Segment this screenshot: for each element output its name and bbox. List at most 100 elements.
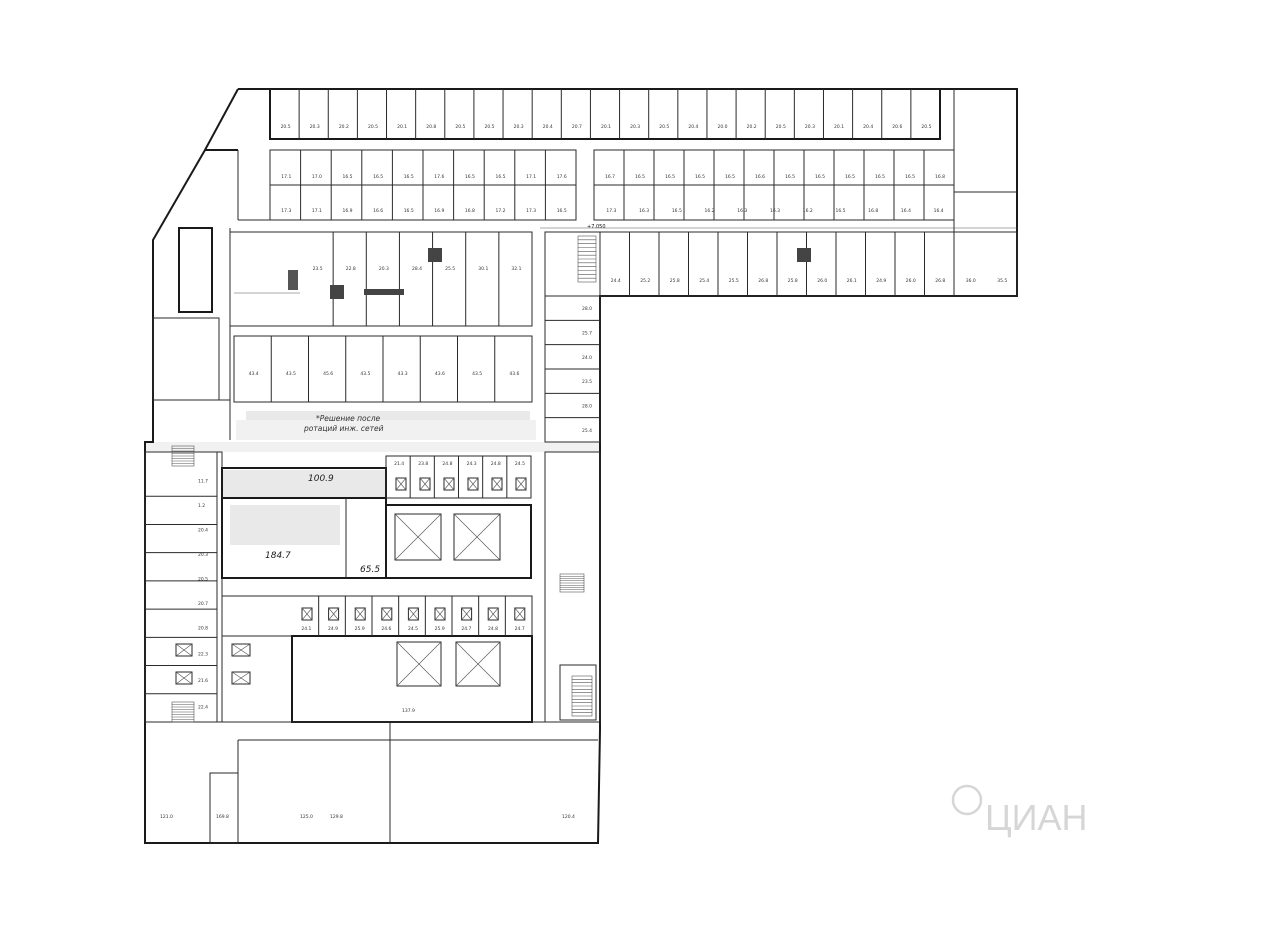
room-area: 16.4 xyxy=(934,208,944,214)
shaft-diagonal xyxy=(453,513,501,561)
southwest-dividers xyxy=(145,495,217,695)
shaft-diagonal xyxy=(467,477,479,491)
room-area: 16.3 xyxy=(639,208,649,214)
east-strip-dividers xyxy=(545,319,600,419)
room-area: 25.7 xyxy=(582,331,592,337)
room-area: 25.8 xyxy=(788,278,798,284)
room-area: 17.0 xyxy=(312,174,322,180)
room-area: 20.7 xyxy=(198,601,208,607)
room-area: 16.5 xyxy=(404,208,414,214)
shaft-box xyxy=(407,607,419,621)
room-area: 24.0 xyxy=(582,355,592,361)
shaft-diagonal xyxy=(419,477,431,491)
room-area: 25.2 xyxy=(640,278,650,284)
shaft-diagonal xyxy=(395,477,407,491)
room-area: 16.5 xyxy=(465,174,475,180)
middle-upper-dividers xyxy=(332,232,500,326)
room-area: 16.5 xyxy=(725,174,735,180)
north-garage-dividers xyxy=(298,89,925,220)
north-garage-block xyxy=(237,88,1017,296)
shaft-diagonal xyxy=(515,477,527,491)
hall-lift-shafts xyxy=(394,513,501,687)
room-area: 25.8 xyxy=(670,278,680,284)
room-area: 32.1 xyxy=(511,266,521,272)
shaft-diagonal xyxy=(301,607,313,621)
shaft-diagonal xyxy=(455,641,501,687)
room-area: 24.9 xyxy=(876,278,886,284)
room-area: 16.9 xyxy=(343,208,353,214)
room-area: 20.6 xyxy=(892,124,902,130)
shaft-diagonal xyxy=(381,607,393,621)
shaft-box xyxy=(487,607,499,621)
room-area: 20.4 xyxy=(688,124,698,130)
building-outline xyxy=(144,88,1018,844)
hall-c-area: 65.5 xyxy=(360,565,380,575)
hall-center-area: 137.9 xyxy=(402,708,415,714)
room-area: 20.4 xyxy=(198,527,208,533)
shaft-box xyxy=(395,477,407,491)
room-area: 16.5 xyxy=(815,174,825,180)
shaft-box xyxy=(419,477,431,491)
room-area: 20.5 xyxy=(455,124,465,130)
room-area: 21.4 xyxy=(394,461,404,467)
room-area: 16.5 xyxy=(496,174,506,180)
room-area: 17.6 xyxy=(557,174,567,180)
shaft-diagonal xyxy=(491,477,503,491)
room-area: 25.9 xyxy=(435,626,445,632)
shaft-diagonal xyxy=(175,643,193,657)
room-area: 16.5 xyxy=(343,174,353,180)
middle-block-upper xyxy=(229,231,533,403)
shaft-diagonal xyxy=(443,477,455,491)
room-area: 20.0 xyxy=(718,124,728,130)
room-area: 20.8 xyxy=(198,626,208,632)
room-area: 20.8 xyxy=(426,124,436,130)
room-area: 20.1 xyxy=(834,124,844,130)
room-area: 17.6 xyxy=(434,174,444,180)
room-area: 16.5 xyxy=(404,174,414,180)
note-line-2: ротаций инж. сетей xyxy=(303,424,384,433)
room-area: 20.4 xyxy=(863,124,873,130)
shaft-diagonal xyxy=(354,607,366,621)
room-area: 16.5 xyxy=(905,174,915,180)
room-area: 1.2 xyxy=(198,503,205,509)
room-area: 16.5 xyxy=(665,174,675,180)
shaft-box xyxy=(231,671,251,685)
room-area: 20.5 xyxy=(776,124,786,130)
room-area: 16.4 xyxy=(901,208,911,214)
shaft-diagonal xyxy=(396,641,442,687)
shaft-box xyxy=(354,607,366,621)
room-area: 28.0 xyxy=(582,306,592,312)
room-area: 24.4 xyxy=(611,278,621,284)
room-area: 16.8 xyxy=(465,208,475,214)
room-area: 43.6 xyxy=(435,371,445,377)
room-area: 17.3 xyxy=(606,208,616,214)
room-area: 26.0 xyxy=(817,278,827,284)
room-area: 120.4 xyxy=(562,814,575,820)
shaft-box xyxy=(301,607,313,621)
room-area: 20.5 xyxy=(659,124,669,130)
room-area: 43.5 xyxy=(360,371,370,377)
shaft-box xyxy=(328,607,340,621)
room-area: 45.6 xyxy=(323,371,333,377)
room-area: 20.3 xyxy=(630,124,640,130)
room-area: 24.8 xyxy=(491,461,501,467)
room-area: 125.0 xyxy=(300,814,313,820)
room-area: 28.0 xyxy=(582,404,592,410)
shaft-diagonal xyxy=(328,607,339,621)
room-area: 24.3 xyxy=(467,461,477,467)
room-area: 28.4 xyxy=(412,266,422,272)
room-area: 16.6 xyxy=(373,208,383,214)
shaft-diagonal xyxy=(487,607,499,621)
room-area: 20.7 xyxy=(572,124,582,130)
shaft-box xyxy=(381,607,393,621)
room-area: 17.3 xyxy=(526,208,536,214)
room-area: 20.5 xyxy=(484,124,494,130)
courtyard-lower xyxy=(221,595,533,723)
shaft-diagonal xyxy=(231,643,251,657)
room-area: 22.8 xyxy=(346,266,356,272)
